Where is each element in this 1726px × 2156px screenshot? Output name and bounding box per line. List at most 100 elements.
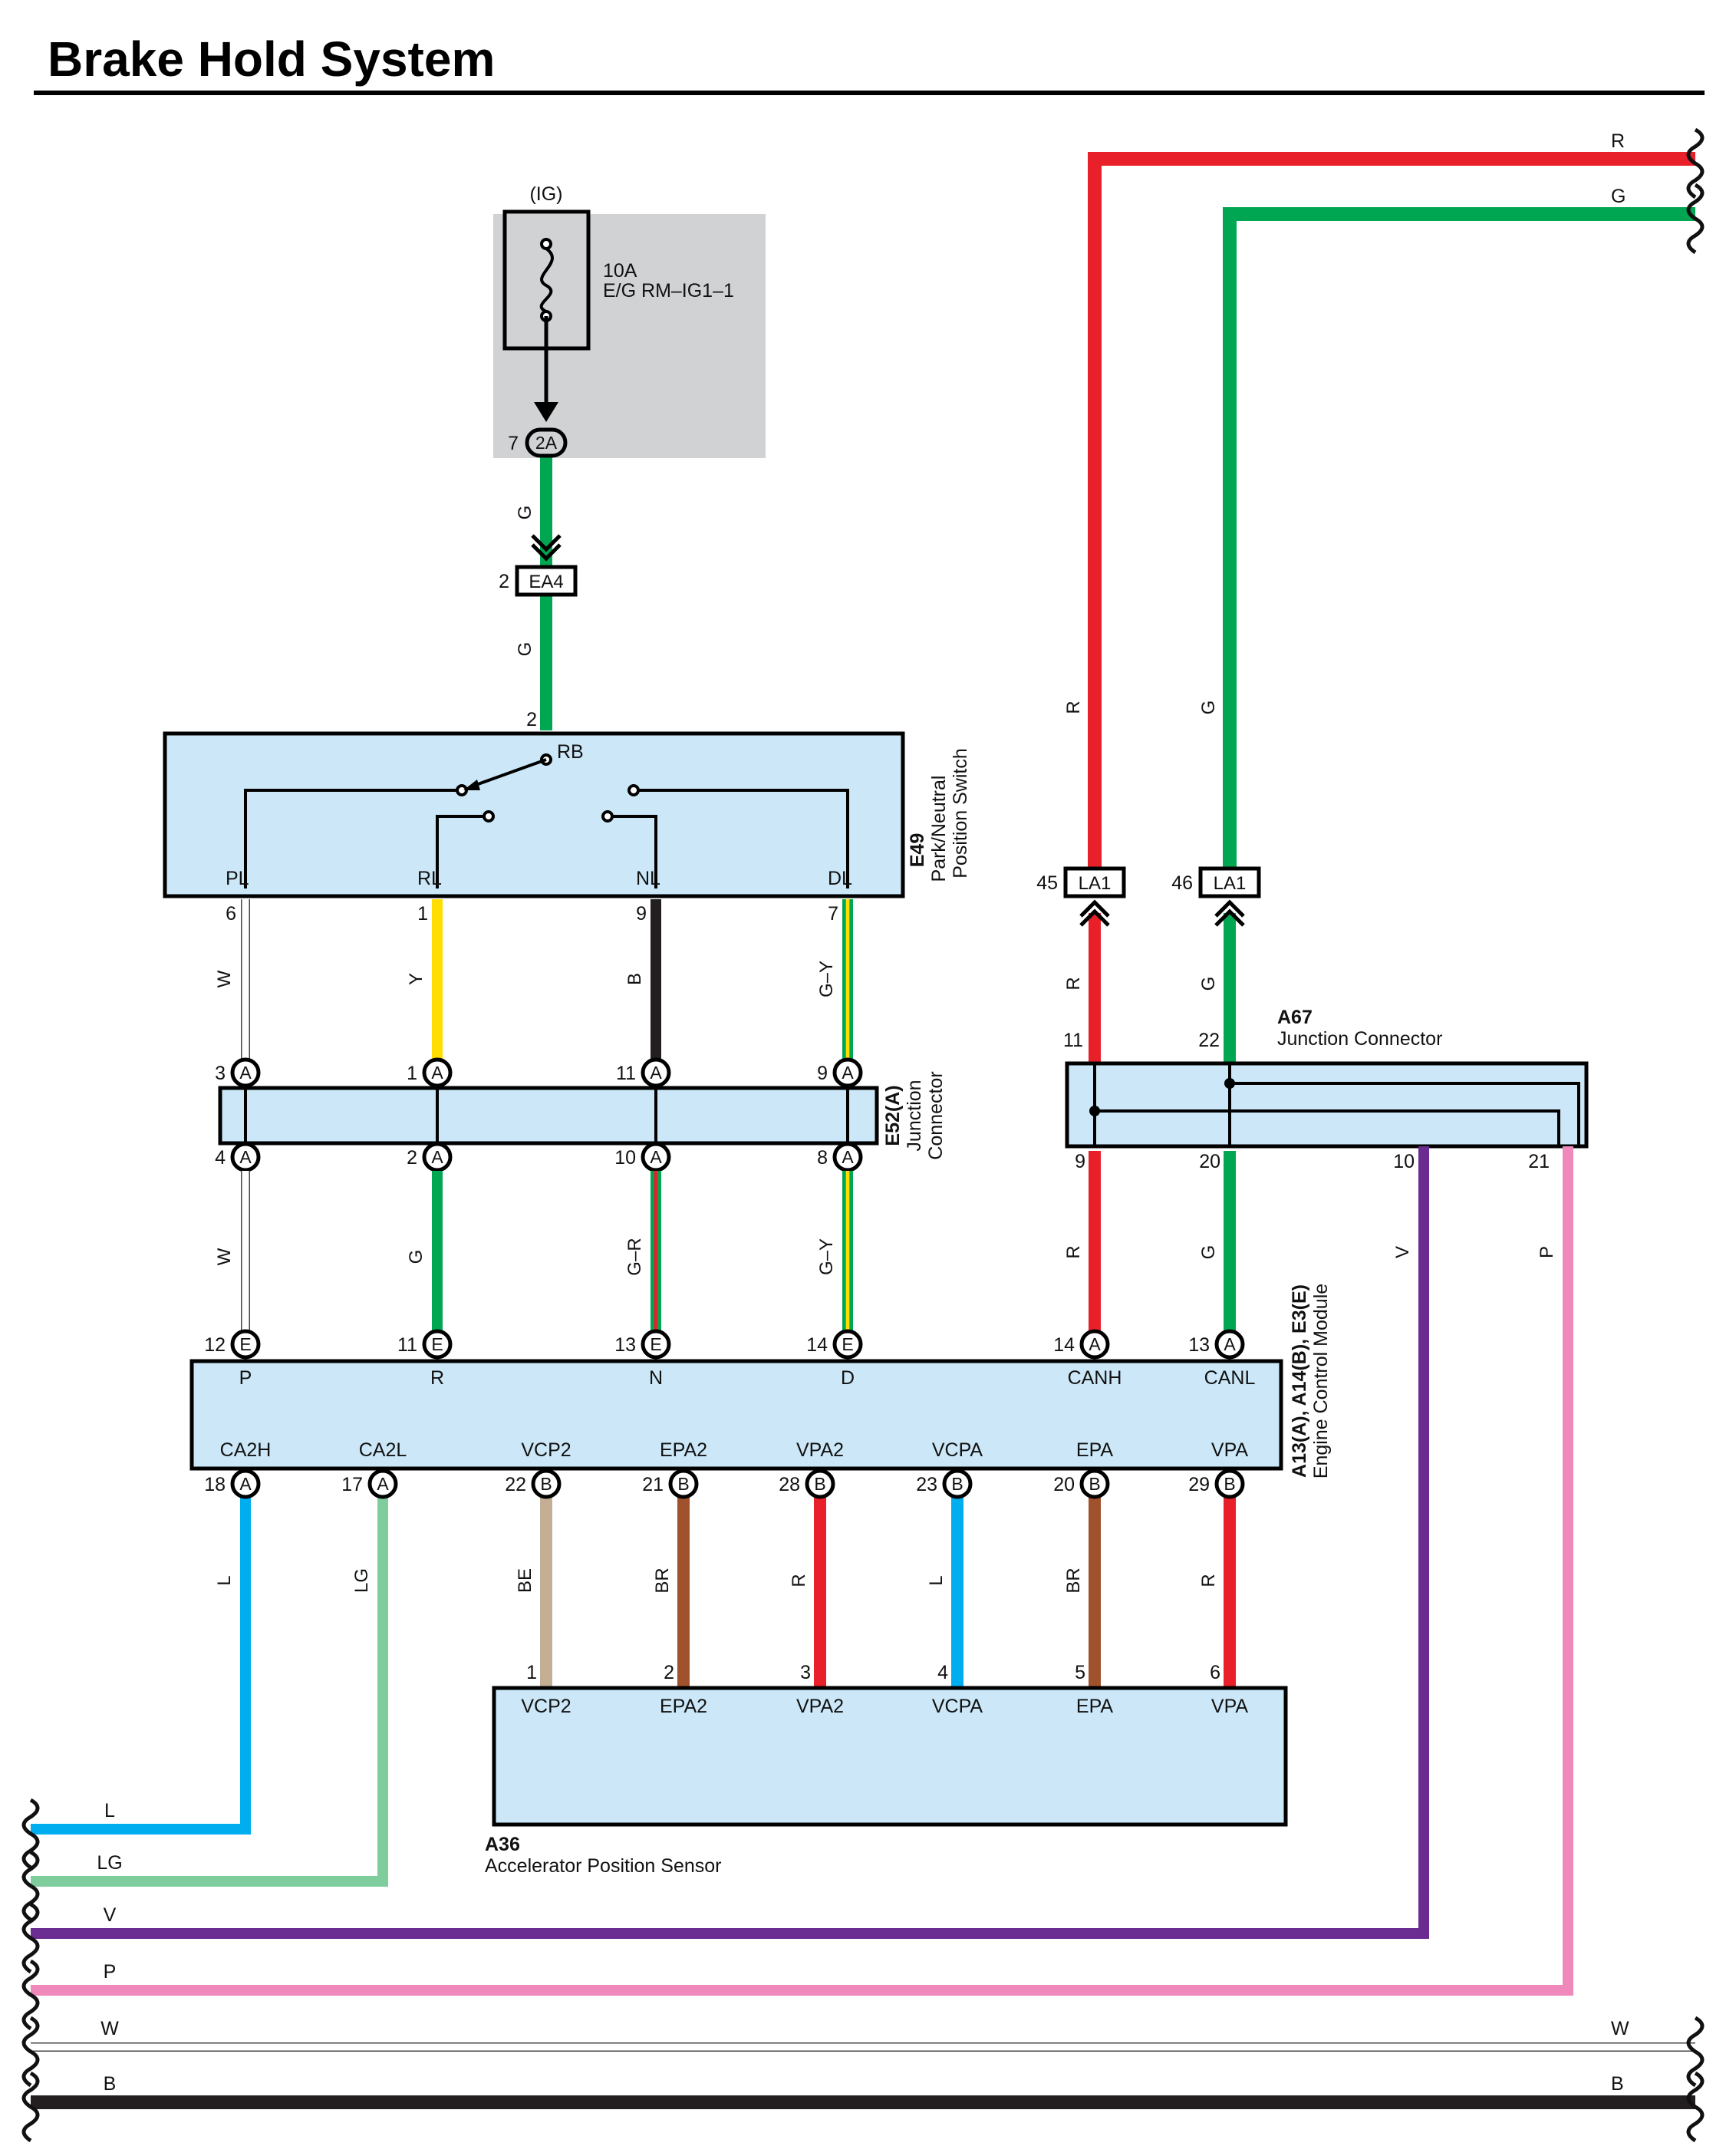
pin-letter: A xyxy=(239,1474,252,1494)
pin-number: 1 xyxy=(526,1662,537,1683)
component-name: Accelerator Position Sensor xyxy=(485,1855,721,1877)
bus-break-icon xyxy=(21,1902,40,1974)
title-rule xyxy=(34,91,1705,95)
wire-ca2l xyxy=(31,1484,388,1887)
terminal-label: VCPA xyxy=(932,1696,983,1717)
bus-label: R xyxy=(1611,130,1625,152)
pin-letter: A xyxy=(842,1063,854,1083)
switch-contact xyxy=(601,810,614,823)
pin-number: 22 xyxy=(505,1474,526,1495)
terminal-label: EPA xyxy=(1076,1696,1113,1717)
component-name: Engine Control Module xyxy=(1310,1284,1332,1479)
pin-number: 20 xyxy=(1053,1474,1075,1495)
pin-number: 6 xyxy=(1210,1662,1220,1683)
component-id: A67 xyxy=(1277,1007,1313,1028)
bus-break-icon xyxy=(1686,127,1705,199)
bus-label: W xyxy=(100,2018,119,2039)
wire-can-r-top xyxy=(1088,152,1695,873)
e52-bottom-pin xyxy=(641,1142,671,1172)
terminal-label: VPA2 xyxy=(796,1696,844,1717)
pin-number: 45 xyxy=(1036,872,1058,894)
wire-v-bus xyxy=(31,1146,1429,1939)
ecm-bottom-pin xyxy=(668,1469,699,1499)
component-name: Junction xyxy=(904,1080,925,1151)
junction-lines xyxy=(1093,1063,1580,1146)
bus-break-icon xyxy=(1686,2016,1705,2088)
bus-break-icon xyxy=(21,1850,40,1922)
wire-core xyxy=(31,1146,1429,1939)
wire-color-label: BR xyxy=(652,1568,673,1593)
pin-number: 20 xyxy=(1199,1151,1220,1172)
switch-contact xyxy=(627,784,640,796)
ecm-bottom-pin xyxy=(1214,1469,1245,1499)
component-id: E52(A) xyxy=(882,1085,904,1146)
terminal-label: VCPA xyxy=(932,1439,983,1461)
terminal-label: N xyxy=(649,1367,663,1389)
wire-color-label: Y xyxy=(406,973,427,985)
connector-id: 2A xyxy=(535,433,558,453)
terminal-label: P xyxy=(239,1367,252,1389)
pin-letter: E xyxy=(842,1334,853,1354)
connector-la1-g xyxy=(1198,866,1261,898)
pin-number: 12 xyxy=(204,1334,226,1356)
wire-core xyxy=(31,1484,251,1835)
pin-letter: A xyxy=(239,1063,252,1083)
fuse-name: E/G RM–IG1–1 xyxy=(603,280,734,302)
wire-color-label: L xyxy=(926,1575,947,1585)
pin-number: 2 xyxy=(499,571,509,592)
terminal-label: R xyxy=(430,1367,444,1389)
pin-number: 2 xyxy=(664,1662,674,1683)
pin-letter: E xyxy=(650,1334,661,1354)
pin-number: 29 xyxy=(1188,1474,1210,1495)
pin-number: 11 xyxy=(616,1063,636,1084)
pin-number: 21 xyxy=(642,1474,664,1495)
wire-color-label: G xyxy=(515,506,535,520)
e52-bottom-pin xyxy=(230,1142,261,1172)
wire-color-label: G xyxy=(1198,1245,1219,1260)
pin-letter: E xyxy=(239,1334,251,1354)
e52-top-pin xyxy=(230,1057,261,1088)
splice-dot xyxy=(1224,1078,1235,1089)
ecm-bottom-pin xyxy=(367,1469,398,1499)
bus-break-icon xyxy=(21,1798,40,1870)
terminal-label: VPA xyxy=(1211,1439,1248,1461)
terminal-label: CANH xyxy=(1068,1367,1122,1389)
pin-number: 2 xyxy=(407,1147,417,1169)
terminal-label: NL xyxy=(636,868,660,889)
pin-number: 11 xyxy=(1063,1030,1083,1051)
ecm-top-pin xyxy=(1214,1329,1245,1360)
component-name: Connector xyxy=(925,1071,947,1159)
pin-number: 7 xyxy=(508,433,519,454)
pin-number: 4 xyxy=(215,1147,226,1169)
pin-number: 2 xyxy=(526,709,537,730)
pin-letter: A xyxy=(431,1147,443,1167)
component-a36 xyxy=(492,1686,1288,1827)
terminal-label: EPA xyxy=(1076,1439,1113,1461)
wire-color-label: L xyxy=(214,1575,235,1585)
terminal-label: DL xyxy=(828,868,852,889)
connector-id: LA1 xyxy=(1079,873,1112,894)
pin-number: 10 xyxy=(614,1147,636,1169)
ecm-top-pin xyxy=(832,1329,863,1360)
pin-number: 11 xyxy=(397,1334,417,1356)
ecm-top-pin xyxy=(641,1329,671,1360)
page-title: Brake Hold System xyxy=(48,31,496,87)
wire-color-label: G xyxy=(515,642,535,657)
terminal-label: VPA2 xyxy=(796,1439,844,1461)
wire-color-label: BE xyxy=(515,1568,535,1593)
wire-p-bus xyxy=(31,1146,1573,1996)
pin-number: 6 xyxy=(226,903,236,925)
terminal-label: VCP2 xyxy=(521,1439,571,1461)
wire-color-label: G xyxy=(1198,977,1219,991)
pin-number: 13 xyxy=(614,1334,636,1356)
component-name: Junction Connector xyxy=(1277,1028,1442,1050)
pin-number: 5 xyxy=(1075,1662,1085,1683)
pin-letter: A xyxy=(842,1147,854,1167)
wire-core xyxy=(1223,207,1695,873)
bus-break-icon xyxy=(1686,183,1705,255)
ecm-top-pin xyxy=(230,1329,261,1360)
bus-label: P xyxy=(104,1961,117,1983)
wire-color-label: R xyxy=(1063,977,1084,990)
fuse-lead-arrow-icon xyxy=(534,402,558,422)
